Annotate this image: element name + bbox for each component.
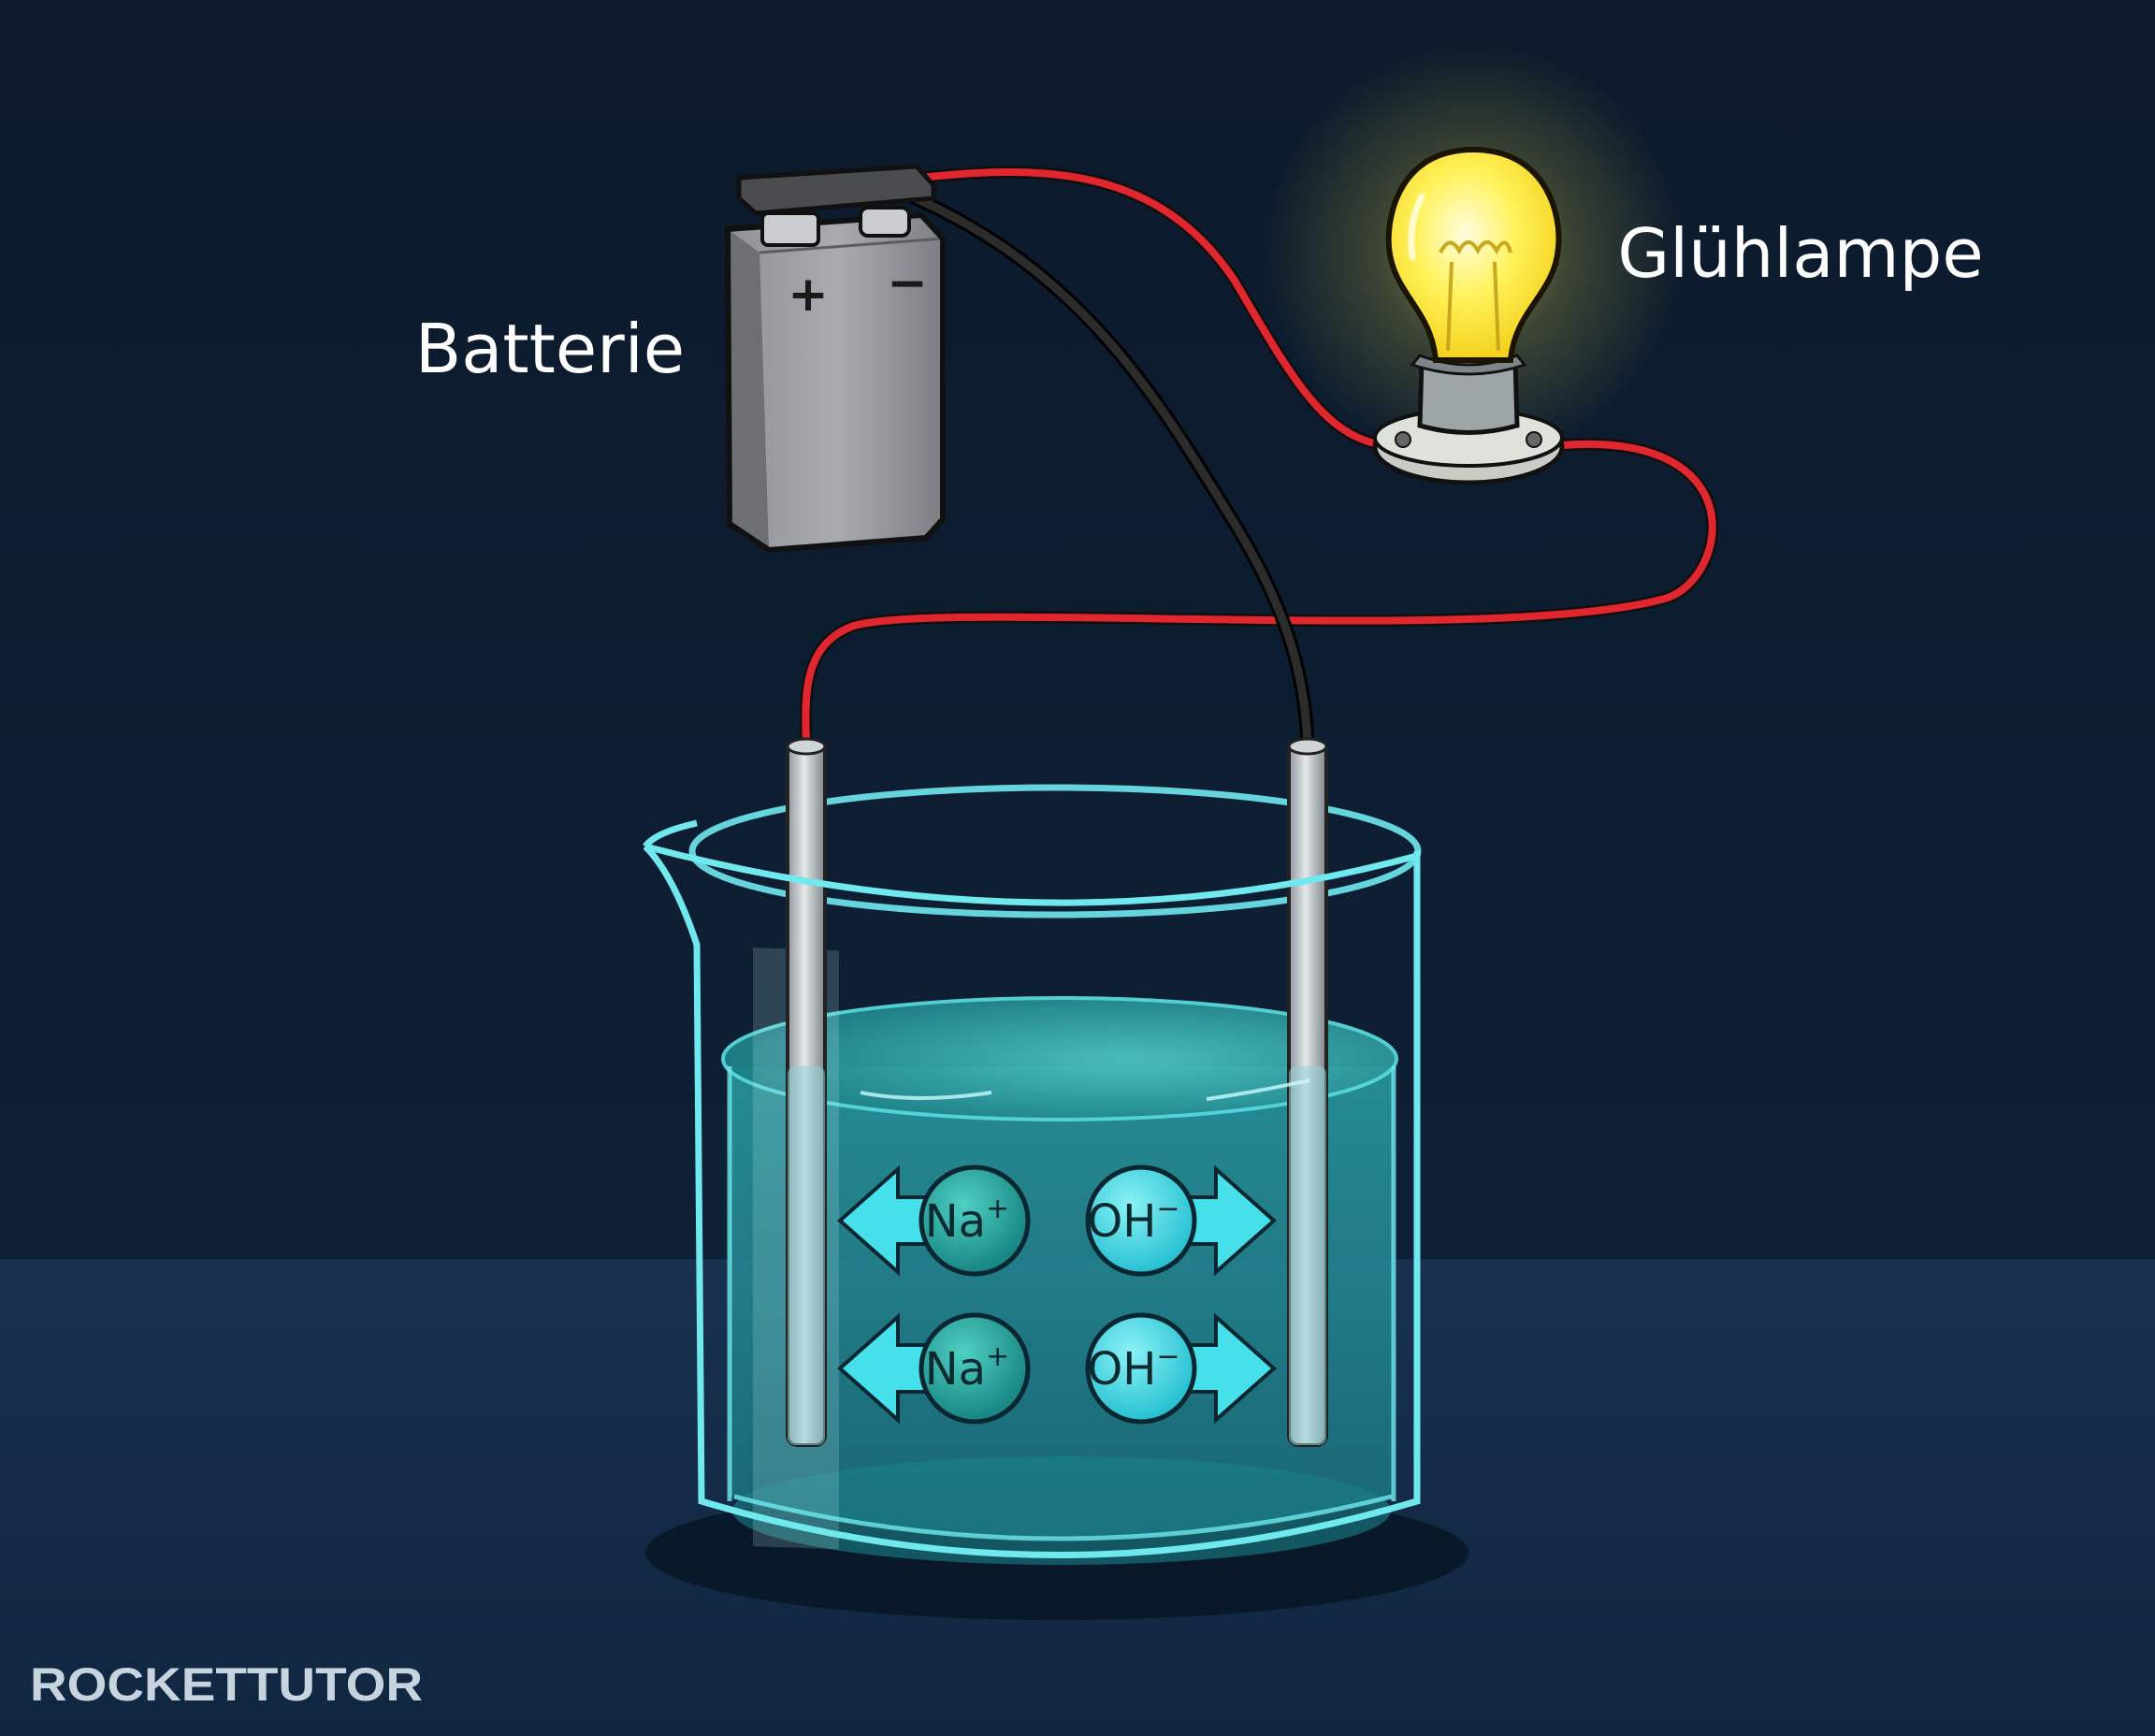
electrodes: [786, 737, 1328, 1447]
battery-terminal-minus: [859, 206, 911, 238]
electrode-left: [786, 737, 827, 1447]
rockettutor-logo: ROCKETTUTOR: [30, 1658, 423, 1711]
battery-terminal-plus: [760, 211, 820, 247]
liquid-surface: [721, 996, 1398, 1121]
bulb-filament: [1439, 240, 1512, 352]
electrode-right: [1287, 737, 1328, 1447]
ion-label: Na+: [925, 1340, 1009, 1396]
logo-text: ROCKETTUTOR: [30, 1658, 423, 1711]
battery-minus-sign: −: [887, 255, 928, 311]
bulb-label: Glühlampe: [1617, 214, 1983, 293]
ion-na-1: Na+: [836, 1165, 1031, 1277]
beaker-spout: [643, 819, 698, 849]
beaker-front-rim: [644, 843, 1418, 906]
bulb-socket: [1417, 357, 1520, 435]
ion-label: Na+: [925, 1193, 1009, 1248]
ion-na-2: Na+: [836, 1312, 1031, 1425]
beaker-outline: [643, 844, 1421, 1558]
beaker-front: [643, 819, 1421, 1558]
ion-oh-2: OH−: [1085, 1312, 1278, 1425]
battery-cap: [736, 164, 936, 216]
battery-label: Batterie: [415, 310, 685, 388]
ion-oh-1: OH−: [1085, 1165, 1278, 1277]
battery: + −: [724, 164, 946, 554]
ions: Na+ OH− Na+ OH−: [836, 1165, 1278, 1425]
circuit-wires: [799, 166, 1719, 751]
ion-label: OH−: [1087, 1340, 1179, 1396]
battery-plus-sign: +: [788, 267, 829, 323]
ion-label: OH−: [1087, 1193, 1179, 1248]
bulb-glass: [1385, 146, 1562, 363]
light-bulb: [1263, 42, 1684, 485]
